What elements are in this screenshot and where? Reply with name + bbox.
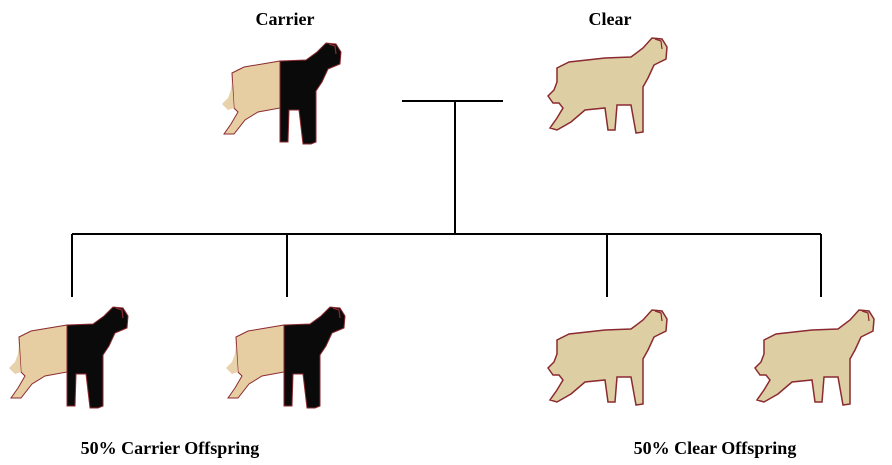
clear-dog-icon <box>545 30 685 140</box>
carrier-parent-label: Carrier <box>255 9 315 29</box>
carrier-offspring-label: 50% Carrier Offspring <box>80 438 260 458</box>
carrier-offspring-dog-icon-1 <box>5 302 145 412</box>
clear-parent-label: Clear <box>588 9 632 29</box>
clear-offspring-dog-icon-1 <box>545 302 685 412</box>
carrier-offspring-dog-icon-2 <box>222 302 362 412</box>
clear-offspring-dog-icon-2 <box>752 302 892 412</box>
carrier-dog-icon <box>218 38 358 148</box>
clear-offspring-label: 50% Clear Offspring <box>633 438 797 458</box>
